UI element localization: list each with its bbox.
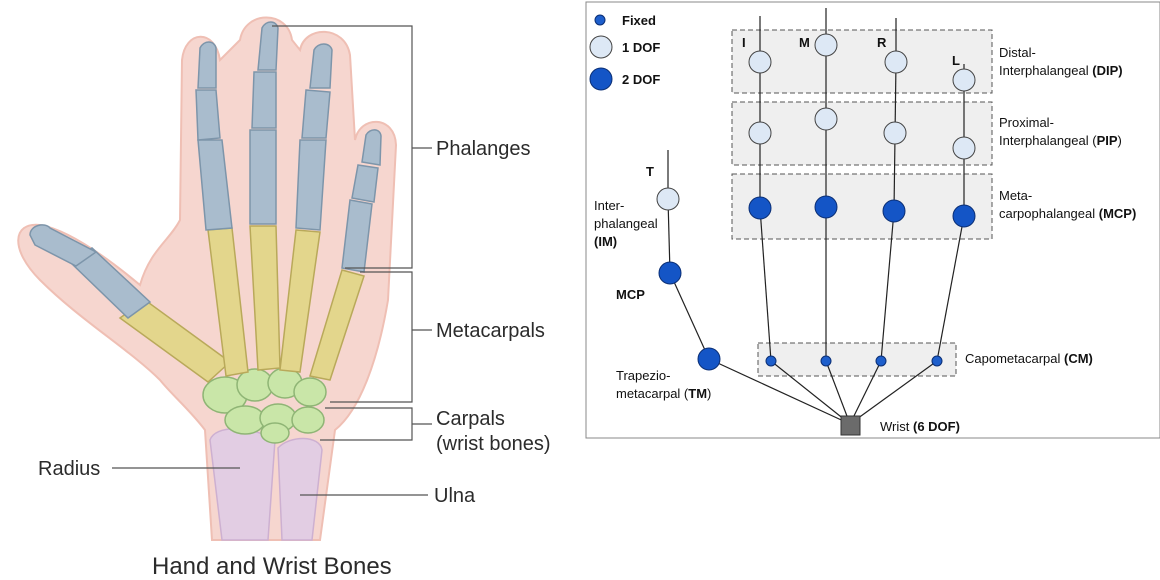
im-line2: phalangeal bbox=[594, 216, 658, 231]
label-phalanges: Phalanges bbox=[436, 138, 531, 160]
im-line1: Inter- bbox=[594, 198, 624, 213]
pip-abbr: PIP bbox=[1097, 133, 1118, 148]
carpal-8 bbox=[261, 423, 289, 443]
mcp-line1: Meta- bbox=[999, 188, 1032, 203]
joint-index-pip bbox=[749, 122, 771, 144]
joint-ring-mcp bbox=[883, 200, 905, 222]
mcp-abbr: (MCP) bbox=[1099, 206, 1137, 221]
label-radius: Radius bbox=[38, 458, 100, 480]
phalanx-middle-middle bbox=[252, 72, 276, 128]
tm-abbr: TM bbox=[688, 386, 707, 401]
cm-abbr: (CM) bbox=[1064, 351, 1093, 366]
finger-label-little: L bbox=[952, 53, 960, 68]
cm-text: Capometacarpal bbox=[965, 351, 1064, 366]
dip-line2: Interphalangeal bbox=[999, 63, 1092, 78]
joint-middle-pip bbox=[815, 108, 837, 130]
joint-middle-cm bbox=[821, 356, 831, 366]
label-ulna: Ulna bbox=[434, 485, 476, 507]
joint-thumb-tm bbox=[698, 348, 720, 370]
wrist-abbr: (6 DOF) bbox=[913, 419, 960, 434]
joint-little-mcp bbox=[953, 205, 975, 227]
dip-abbr: (DIP) bbox=[1092, 63, 1122, 78]
tm-line2: metacarpal ( bbox=[616, 386, 689, 401]
finger-label-middle: M bbox=[799, 35, 810, 50]
joint-little-dip bbox=[953, 69, 975, 91]
phalanx-middle-proximal bbox=[250, 130, 276, 224]
pip-close: ) bbox=[1118, 133, 1122, 148]
legend-fixed-label: Fixed bbox=[622, 13, 656, 28]
radius-bone bbox=[210, 429, 275, 540]
pip-line1: Proximal- bbox=[999, 115, 1054, 130]
legend-fixed-marker bbox=[595, 15, 605, 25]
legend-2dof-marker bbox=[590, 68, 612, 90]
label-carpals: Carpals bbox=[436, 408, 505, 430]
carpal-4 bbox=[294, 378, 326, 406]
box-cm bbox=[758, 343, 956, 376]
phalanx-ring-proximal bbox=[296, 140, 326, 230]
joint-middle-dip bbox=[815, 34, 837, 56]
figure-title: Hand and Wrist Bones bbox=[152, 553, 392, 580]
wrist-box bbox=[841, 416, 860, 435]
joint-middle-mcp bbox=[815, 196, 837, 218]
joint-thumb-im bbox=[657, 188, 679, 210]
wrist-text: Wrist bbox=[880, 419, 913, 434]
joint-index-dip bbox=[749, 51, 771, 73]
phalanx-ring-distal bbox=[310, 44, 332, 88]
carpal-5 bbox=[225, 406, 265, 434]
mcp-line2: carpophalangeal bbox=[999, 206, 1099, 221]
finger-label-index: I bbox=[742, 35, 746, 50]
group-label-cm: Capometacarpal (CM) bbox=[965, 351, 1093, 366]
label-metacarpals: Metacarpals bbox=[436, 320, 545, 342]
phalanx-index-distal bbox=[198, 42, 216, 88]
joint-little-cm bbox=[932, 356, 942, 366]
phalanx-index-middle bbox=[196, 90, 220, 140]
pip-line2: Interphalangeal ( bbox=[999, 133, 1097, 148]
legend-2dof-label: 2 DOF bbox=[622, 72, 660, 87]
phalanx-ring-middle bbox=[302, 90, 330, 138]
kinematic-diagram: Fixed 1 DOF 2 DOF bbox=[586, 2, 1160, 438]
joint-ring-pip bbox=[884, 122, 906, 144]
legend-1dof-marker bbox=[590, 36, 612, 58]
joint-index-mcp bbox=[749, 197, 771, 219]
legend-1dof-label: 1 DOF bbox=[622, 40, 660, 55]
tm-line1: Trapezio- bbox=[616, 368, 670, 383]
joint-thumb-mcp bbox=[659, 262, 681, 284]
joint-little-pip bbox=[953, 137, 975, 159]
dip-line1: Distal- bbox=[999, 45, 1036, 60]
hand-illustration: Phalanges Metacarpals Carpals (wrist bon… bbox=[18, 18, 550, 580]
joint-ring-cm bbox=[876, 356, 886, 366]
label-carpals-sub: (wrist bones) bbox=[436, 433, 550, 455]
carpal-7 bbox=[292, 407, 324, 433]
finger-label-ring: R bbox=[877, 35, 887, 50]
joint-index-cm bbox=[766, 356, 776, 366]
wrist-label: Wrist (6 DOF) bbox=[880, 419, 960, 434]
joint-ring-dip bbox=[885, 51, 907, 73]
thumb-label-mcp: MCP bbox=[616, 287, 645, 302]
finger-label-thumb: T bbox=[646, 164, 654, 179]
im-abbr: (IM) bbox=[594, 234, 617, 249]
legend: Fixed 1 DOF 2 DOF bbox=[590, 13, 660, 90]
tm-close: ) bbox=[707, 386, 711, 401]
